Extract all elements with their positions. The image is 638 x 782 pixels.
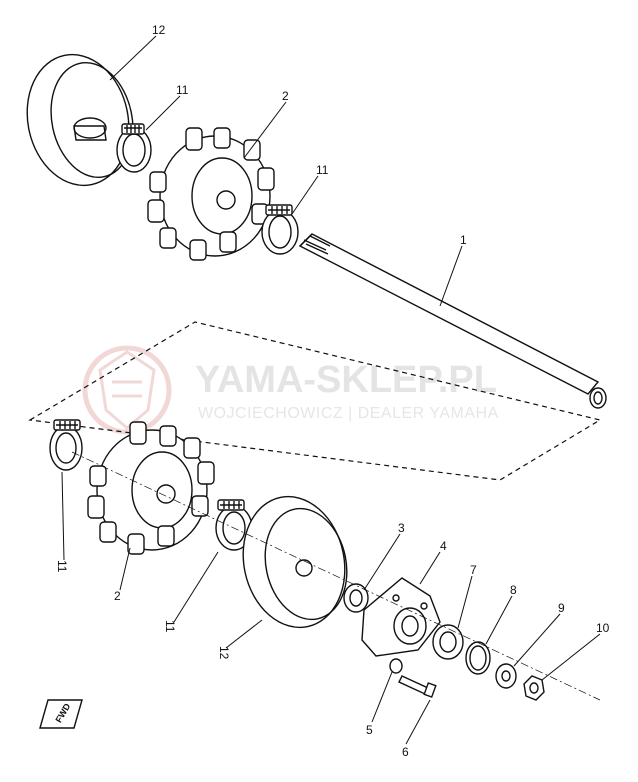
- callout-8: 8: [510, 583, 517, 597]
- callout-2-top: 2: [282, 89, 289, 103]
- yamaha-logo-watermark: [82, 345, 172, 435]
- clamp-top-left: [116, 123, 152, 173]
- callout-10: 10: [596, 621, 610, 635]
- bolt-6: [398, 675, 437, 698]
- clamp-bottom-left: [49, 419, 83, 471]
- callout-9: 9: [558, 601, 565, 615]
- leader-lines: [61, 35, 601, 745]
- dashed-assembly-outline: [28, 321, 602, 481]
- callout-11-top-a: 11: [176, 83, 189, 97]
- drive-shaft: [298, 233, 607, 409]
- assembly-axis-line: [71, 451, 601, 701]
- watermark-brand: YAMA-SKLEP.PL: [195, 359, 497, 401]
- watermark-tagline: WOJCIECHOWICZ | DEALER YAMAHA: [198, 405, 499, 422]
- sprocket-top: [147, 127, 275, 261]
- ring-8: [465, 641, 491, 675]
- clamp-top-right: [261, 204, 299, 255]
- watermark: YAMA-SKLEP.PL WOJCIECHOWICZ | DEALER YAM…: [82, 345, 499, 435]
- forward-direction-badge: FWD: [39, 699, 83, 729]
- washer-5: [389, 658, 403, 674]
- idler-wheel-bottom: [242, 495, 348, 629]
- callout-11-left: 11: [55, 560, 69, 573]
- callout-3: 3: [398, 521, 405, 535]
- idler-wheel-top: [26, 53, 134, 187]
- callout-12-bottom: 12: [217, 646, 231, 660]
- bearing-7: [432, 624, 464, 660]
- callout-4: 4: [440, 539, 447, 553]
- callout-12-top: 12: [152, 23, 166, 37]
- sprocket-bottom: [87, 421, 215, 555]
- callout-7: 7: [470, 563, 477, 577]
- nut-10: [523, 675, 545, 701]
- bearing-housing-4: [361, 577, 441, 657]
- callout-6: 6: [402, 745, 409, 759]
- callouts: 12 11 2 11 1 11 2 11 12 3 4 7 8 9 10 5 6: [55, 23, 610, 759]
- callout-2-bottom: 2: [114, 589, 121, 603]
- callout-5: 5: [366, 723, 373, 737]
- callout-1: 1: [460, 233, 467, 247]
- bearing-3: [343, 583, 369, 613]
- callout-11-top-b: 11: [316, 163, 329, 177]
- callout-11-bottom: 11: [163, 620, 177, 633]
- washer-9: [495, 663, 517, 689]
